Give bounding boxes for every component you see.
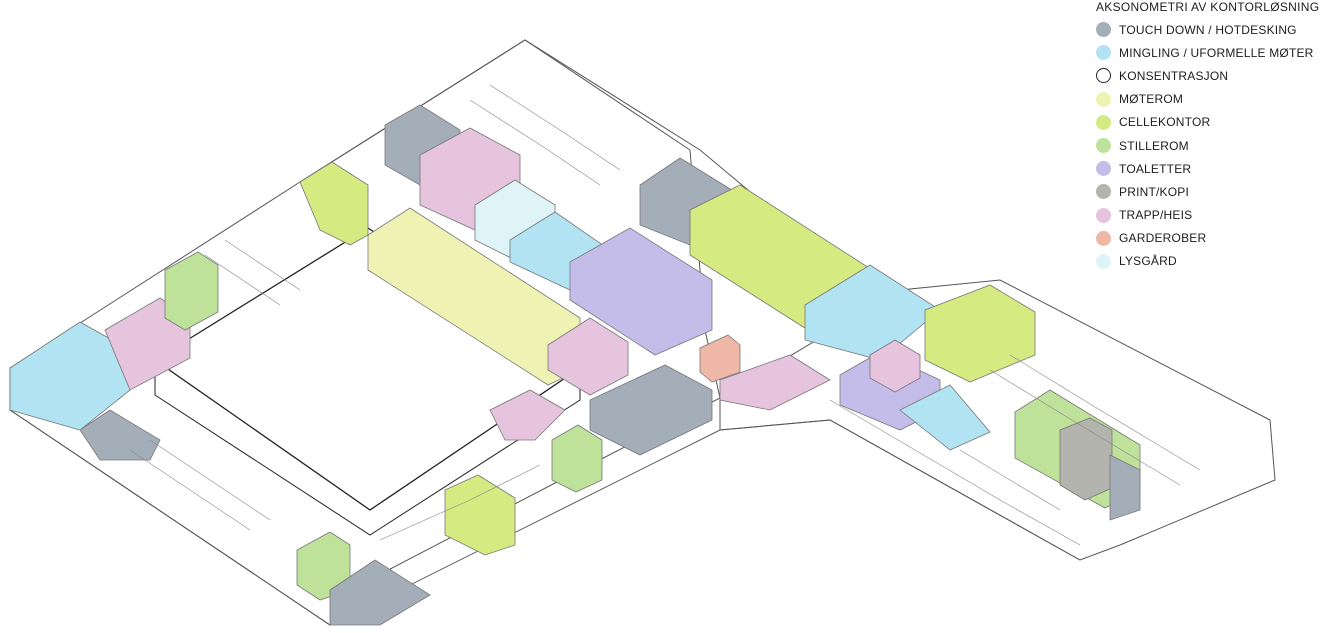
legend-label: PRINT/KOPI <box>1119 184 1190 199</box>
legend-swatch-toaletter <box>1096 161 1111 177</box>
zone-garderober <box>699 334 741 383</box>
zone-touchdown-southwest <box>329 559 431 626</box>
legend-item-konsentrasjon: KONSENTRASJON <box>1096 64 1333 87</box>
legend-swatch-mingling <box>1096 45 1111 61</box>
zone-print <box>1059 417 1113 501</box>
legend-swatch-garderober <box>1096 230 1111 246</box>
legend-label: TRAPP/HEIS <box>1119 208 1193 223</box>
zone-cellekontor-far-east <box>924 284 1036 383</box>
program-zones <box>9 104 1141 626</box>
desk-row-east <box>1009 354 1201 471</box>
legend-title: AKSONOMETRI AV KONTORLØSNING <box>1096 0 1320 14</box>
desk-row-south <box>129 449 251 531</box>
zone-trapp-west <box>104 297 191 391</box>
desk-row-north <box>489 84 621 171</box>
zone-trapp-center <box>547 317 629 396</box>
legend-swatch-stillerom <box>1096 138 1111 154</box>
desk-row-west-2 <box>204 254 281 306</box>
zone-mingling-east <box>804 264 941 361</box>
zone-toaletter-center <box>569 227 713 356</box>
desk-row-west <box>224 239 301 291</box>
legend: AKSONOMETRI AV KONTORLØSNING TOUCH DOWN … <box>1096 0 1333 273</box>
corridor-wall-east <box>829 399 1081 546</box>
legend-swatch-touchdown <box>1096 22 1111 38</box>
zone-stillerom-west <box>164 251 219 331</box>
legend-item-moterom: MØTEROM <box>1096 88 1333 111</box>
legend-item-mingling: MINGLING / UFORMELLE MØTER <box>1096 41 1333 64</box>
zone-touchdown-south-center <box>589 364 713 456</box>
legend-label: STILLEROM <box>1119 138 1189 153</box>
zone-trapp-east-small <box>869 339 921 393</box>
exterior-wall-south <box>9 409 1081 626</box>
legend-label: TOALETTER <box>1119 161 1192 176</box>
desk-row-south-center <box>379 464 541 541</box>
legend-item-cellekontor: CELLEKONTOR <box>1096 111 1333 134</box>
legend-swatch-lysgard <box>1096 253 1111 269</box>
zone-touchdown-west <box>79 409 161 461</box>
zone-trapp-southeast <box>719 354 831 411</box>
legend-item-lysgard: LYSGÅRD <box>1096 250 1333 273</box>
zone-touchdown-south-east <box>1109 454 1141 521</box>
legend-item-stillerom: STILLEROM <box>1096 134 1333 157</box>
legend-item-trapp: TRAPP/HEIS <box>1096 204 1333 227</box>
desk-row-north-2 <box>469 99 601 186</box>
legend-label: KONSENTRASJON <box>1119 68 1229 83</box>
zone-trapp-south <box>489 389 566 441</box>
legend-label: MINGLING / UFORMELLE MØTER <box>1119 45 1314 60</box>
legend-label: LYSGÅRD <box>1119 254 1177 269</box>
legend-label: GARDEROBER <box>1119 231 1207 246</box>
desk-row-southeast <box>959 449 1061 511</box>
legend-item-toaletter: TOALETTER <box>1096 157 1333 180</box>
zone-stillerom-south <box>551 424 603 493</box>
legend-swatch-print <box>1096 184 1111 200</box>
zone-cellekontor-south <box>444 474 516 556</box>
desk-row-south-2 <box>149 439 271 521</box>
desk-row-east-2 <box>989 369 1181 486</box>
legend-item-print: PRINT/KOPI <box>1096 180 1333 203</box>
interior-lines <box>129 84 1201 546</box>
legend-items: TOUCH DOWN / HOTDESKING MINGLING / UFORME… <box>1096 18 1333 273</box>
legend-label: TOUCH DOWN / HOTDESKING <box>1119 22 1297 37</box>
legend-swatch-trapp <box>1096 207 1111 223</box>
zone-mingling-southeast <box>899 384 991 451</box>
legend-swatch-konsentrasjon <box>1096 68 1111 84</box>
legend-item-garderober: GARDEROBER <box>1096 227 1333 250</box>
legend-swatch-moterom <box>1096 91 1111 107</box>
legend-label: MØTEROM <box>1119 92 1184 107</box>
legend-item-touchdown: TOUCH DOWN / HOTDESKING <box>1096 18 1333 41</box>
legend-label: CELLEKONTOR <box>1119 115 1211 130</box>
legend-swatch-cellekontor <box>1096 114 1111 130</box>
